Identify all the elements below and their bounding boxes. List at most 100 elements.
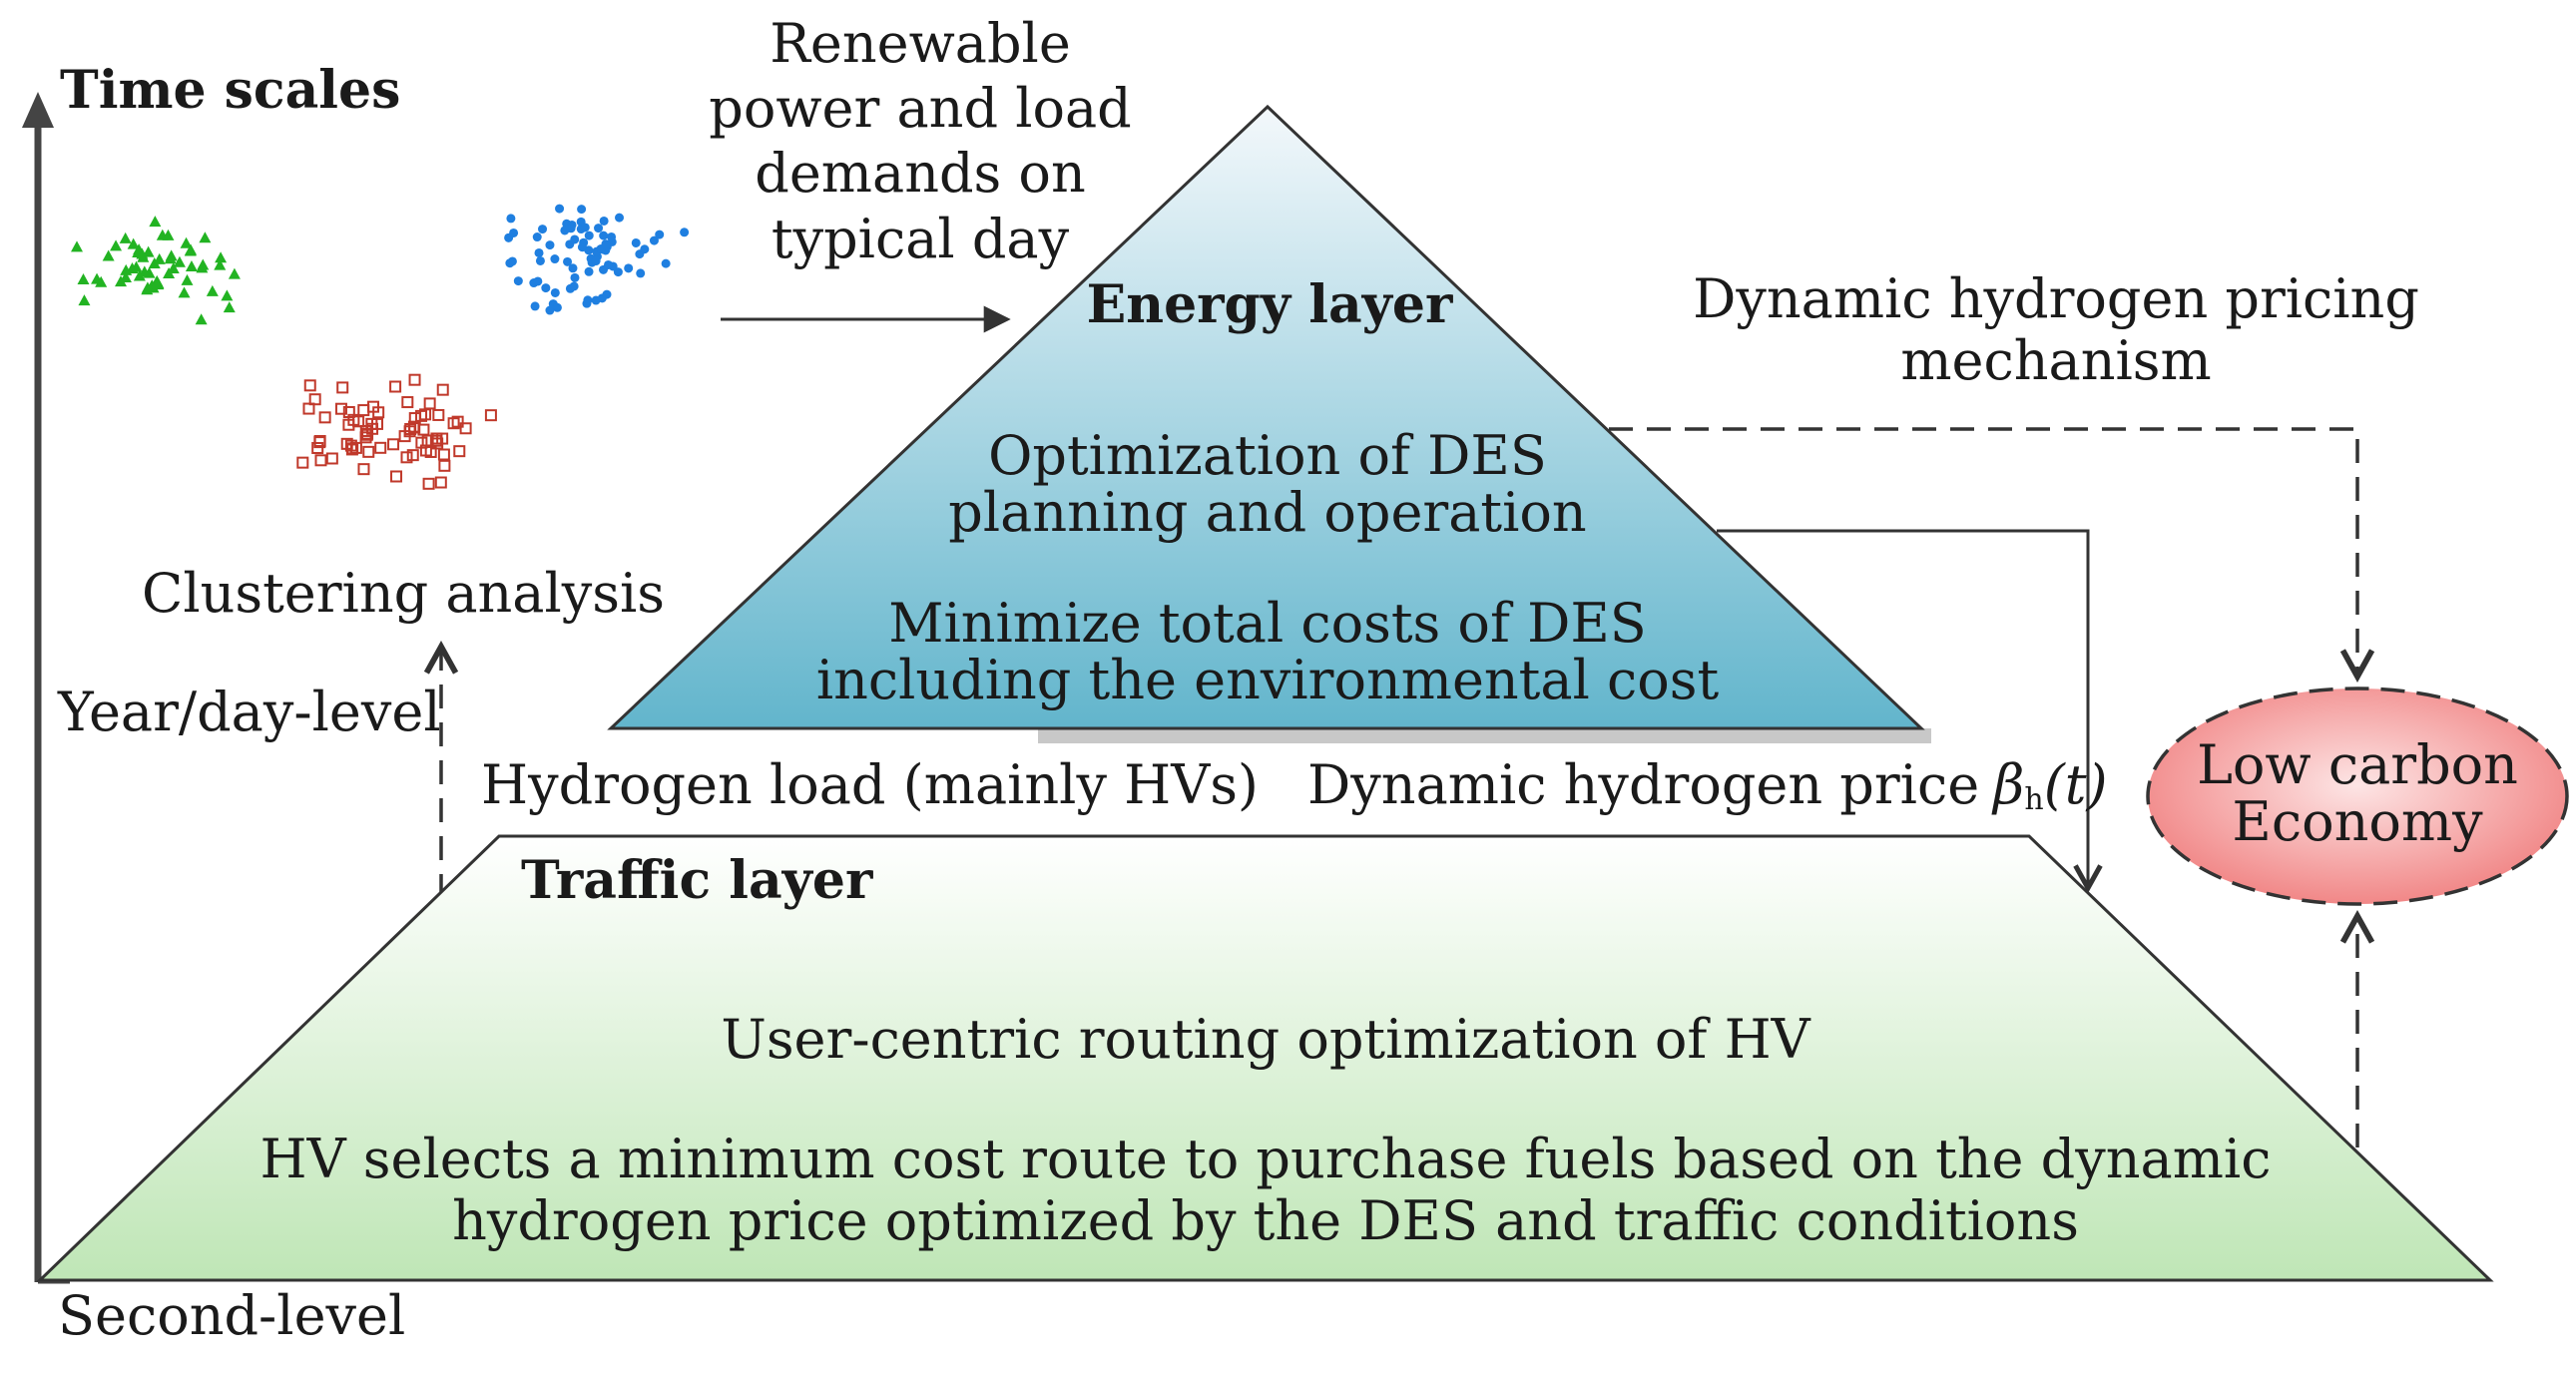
red-cluster-point (436, 432, 449, 445)
beta-argument: (t) (2044, 753, 2108, 816)
blue-cluster-point (631, 237, 641, 247)
green-cluster-point (221, 289, 234, 301)
green-cluster-point (151, 274, 164, 286)
red-cluster-point (401, 396, 414, 409)
red-cluster-point (415, 436, 428, 449)
blue-cluster-point (545, 240, 555, 250)
blue-cluster-point (577, 205, 587, 215)
green-cluster-point (185, 260, 198, 272)
blue-cluster-point (594, 224, 604, 233)
green-cluster-point (77, 273, 90, 285)
green-cluster-point (162, 229, 175, 240)
green-cluster-point (178, 286, 191, 298)
green-cluster-point (132, 245, 145, 257)
red-cluster-point (318, 411, 331, 424)
blue-cluster-point (506, 214, 516, 224)
red-cluster-point (400, 451, 413, 464)
red-cluster-point (422, 477, 435, 490)
green-cluster-point (149, 216, 162, 228)
blue-cluster-point (533, 276, 543, 286)
blue-cluster-point (552, 302, 562, 312)
red-cluster-point (436, 383, 449, 396)
green-cluster-point (119, 231, 132, 243)
goal-line-1: Low carbon (2197, 733, 2518, 796)
pricing-line-2: mechanism (1900, 329, 2211, 392)
red-cluster-point (390, 470, 403, 483)
red-cluster-point (340, 437, 353, 450)
red-cluster-point (387, 438, 400, 451)
axis-title: Time scales (60, 60, 400, 121)
green-cluster-point (153, 252, 166, 264)
hydrogen-load-label: Hydrogen load (mainly HVs) (481, 753, 1259, 816)
traffic-desc-line-1: HV selects a minimum cost route to purch… (260, 1128, 2272, 1190)
blue-cluster-point (570, 272, 580, 282)
red-cluster-point (357, 404, 370, 417)
red-cluster-point (421, 434, 434, 447)
red-cluster-point (336, 381, 349, 394)
blue-cluster-point (530, 301, 540, 311)
goal-ellipse (2146, 686, 2569, 906)
red-cluster-point (408, 421, 421, 434)
blue-cluster-point (534, 247, 544, 257)
blue-cluster-point (649, 235, 659, 245)
green-cluster-point (138, 265, 151, 277)
blue-cluster-point (577, 242, 587, 252)
green-cluster-point (180, 236, 193, 248)
blue-cluster-point (569, 281, 579, 291)
green-cluster-point (102, 249, 115, 261)
goal-line-2: Economy (2232, 790, 2483, 853)
red-cluster-point (371, 417, 384, 430)
beta-subscript: h (2024, 782, 2043, 817)
red-cluster-point (314, 454, 327, 467)
red-cluster-point (429, 434, 442, 447)
green-cluster-point (110, 239, 123, 251)
energy-min-line-1: Minimize total costs of DES (888, 592, 1647, 655)
green-cluster-point (214, 258, 227, 270)
red-cluster-point (303, 379, 316, 392)
red-cluster-point (342, 406, 355, 419)
blue-cluster-point (505, 258, 515, 268)
axis-top-label: Year/day-level (57, 681, 441, 743)
red-cluster-point (437, 448, 450, 461)
traffic-layer-title: Traffic layer (521, 850, 873, 911)
blue-cluster-point (541, 283, 551, 293)
green-cluster-point (228, 267, 241, 279)
axis-bottom-label: Second-level (58, 1284, 405, 1347)
red-cluster-point (357, 463, 370, 476)
green-cluster-point (127, 237, 140, 249)
red-cluster-point (296, 456, 309, 469)
red-cluster-point (451, 415, 464, 428)
blue-cluster-point (640, 244, 650, 254)
blue-cluster-point (602, 289, 612, 299)
red-cluster-point (438, 459, 451, 472)
energy-min-line-2: including the environmental cost (816, 649, 1720, 711)
blue-cluster-point (582, 298, 592, 308)
beta-symbol: β (1991, 753, 2024, 816)
blue-cluster-point (680, 228, 690, 237)
red-cluster-point (362, 445, 375, 458)
blue-cluster-point (661, 258, 671, 268)
blue-cluster-point (603, 259, 613, 269)
blue-cluster-point (584, 230, 594, 240)
green-cluster-point (71, 240, 84, 252)
blue-cluster-point (636, 268, 646, 278)
blue-cluster-point (599, 216, 609, 226)
green-cluster-point (223, 301, 236, 313)
red-cluster-point (423, 397, 436, 410)
blue-cluster-point (591, 295, 601, 305)
red-cluster-point (434, 476, 447, 489)
energy-layer-title: Energy layer (1087, 274, 1453, 335)
green-cluster-point (119, 270, 132, 282)
blue-cluster-point (538, 225, 548, 234)
dynamic-price-text: Dynamic hydrogen price (1307, 753, 1979, 816)
blue-cluster-point (563, 256, 573, 266)
blue-cluster-point (570, 234, 580, 244)
clustering-label: Clustering analysis (142, 562, 665, 625)
blue-cluster-point (624, 263, 634, 273)
green-cluster-point (195, 313, 208, 325)
renewable-line-1: Renewable (770, 12, 1071, 75)
green-cluster-point (215, 251, 228, 263)
green-cluster-point (184, 244, 197, 256)
